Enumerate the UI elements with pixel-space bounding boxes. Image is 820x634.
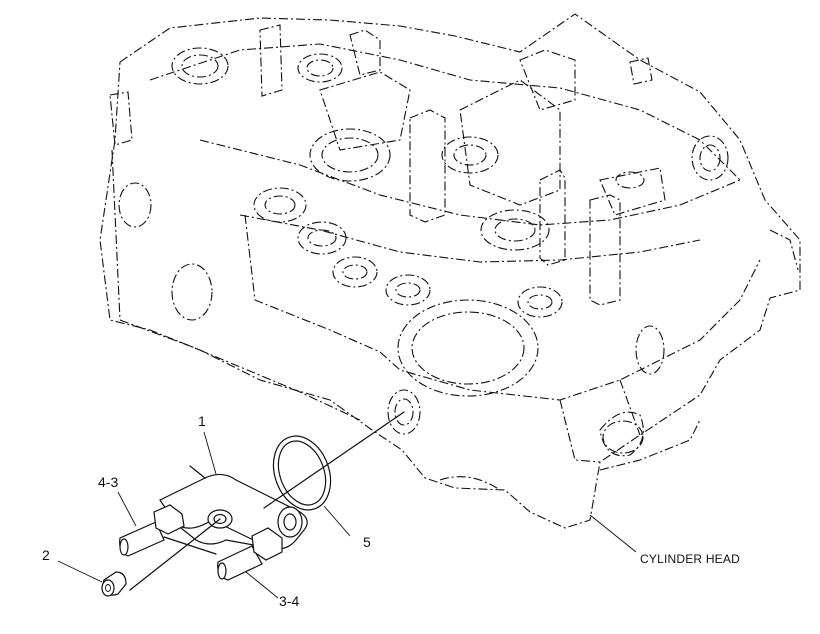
callout-4-3: 4-3 (98, 474, 118, 490)
assembly-center-lines (129, 411, 405, 591)
stud-part-3-4 (217, 527, 283, 581)
callout-3-4: 3-4 (279, 593, 299, 609)
leader-lines (57, 431, 637, 599)
o-ring-seal-part-5 (272, 435, 332, 511)
flange-fitting-part-1 (159, 465, 308, 550)
plug-part-2 (101, 571, 127, 597)
cylinder-head-label: CYLINDER HEAD (640, 552, 740, 566)
cylinder-head-drawing (99, 13, 801, 529)
callout-5: 5 (363, 534, 371, 550)
callout-1: 1 (198, 413, 206, 429)
stud-part-4-3 (119, 504, 185, 557)
callout-2: 2 (42, 547, 50, 563)
